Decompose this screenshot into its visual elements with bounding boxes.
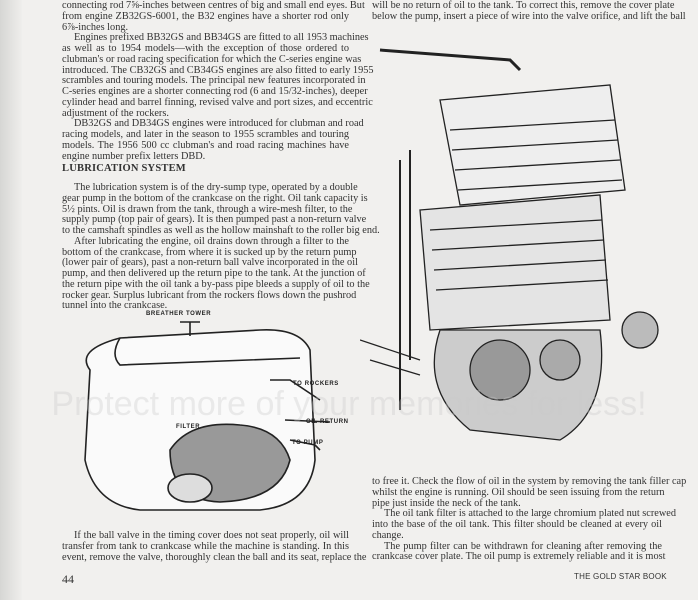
label-to-pump: TO PUMP [292,440,324,446]
text-line: Engines prefixed BB32GS and BB34GS are f… [74,32,369,44]
text-line: into the base of the oil tank. This filt… [372,519,662,530]
label-to-rockers: TO ROCKERS [293,381,339,387]
label-breather-tower: BREATHER TOWER [146,311,212,317]
section-heading: LUBRICATION SYSTEM [62,163,186,174]
right-column-text-bottom: to free it. Check the flow of oil in the… [372,476,687,563]
text-line: will be no return of oil to the tank. To… [372,0,675,11]
lubrication-text: The lubrication system is of the dry-sum… [62,182,380,312]
text-line: tunnel into the crankcase. [62,300,168,312]
text-line: change. [372,529,404,541]
book-title-footer: THE GOLD STAR BOOK [574,572,667,581]
text-line: racing models, and later in the season t… [62,129,349,140]
text-line: transfer from tank to crankcase while th… [62,540,349,552]
text-line: to the camshaft spindles as well as the … [62,225,380,236]
text-line: pipe just inside the neck of the tank. [372,497,521,509]
text-line: as well as to 1954 models—with the excep… [62,43,349,54]
text-line: C-series engines are a shorter connectin… [62,86,368,97]
text-line: After lubricating the engine, oil drains… [74,235,349,247]
text-line: supply pump (top pair of gears). It is t… [62,214,367,226]
text-line: below the pump, insert a piece of wire i… [372,10,686,22]
text-line: connecting rod 7⅝-inches between centres… [62,0,365,11]
text-line: The oil tank filter is attached to the l… [384,508,677,520]
text-line: crankcase cover plate. The oil pump is e… [372,551,666,563]
text-line: 6⅞-inches long. [62,21,129,33]
engine-cutaway-diagram [360,48,659,441]
left-column-text-top: connecting rod 7⅝-inches between centres… [62,0,374,162]
text-line: The lubrication system is of the dry-sum… [74,182,358,193]
page-number: 44 [62,572,74,586]
left-column-text-bottom: If the ball valve in the timing cover do… [62,530,367,563]
text-line: gear pump in the bottom of the crankcase… [62,192,368,204]
label-oil-return: OIL RETURN [306,419,349,425]
text-line: clubman's or road racing specification f… [62,53,362,65]
text-line: pump, and then delivered up the return p… [62,268,366,279]
label-filter: FILTER [176,424,201,430]
text-line: rocker gear. Surplus lubricant from the … [62,289,357,301]
text-line: (lower pair of gears), past a non-return… [62,257,358,269]
text-line: bottom of the crankcase, from where it i… [62,246,357,258]
text-line: the return pipe with the oil tank a by-p… [62,278,370,290]
right-column-text-top: will be no return of oil to the tank. To… [372,0,686,23]
page-spine-shadow [0,0,22,600]
text-line: introduced. The CB32GS and CB34GS engine… [62,64,374,76]
text-line: DB32GS and DB34GS engines were introduce… [74,118,364,130]
text-line: event, remove the valve, thoroughly clea… [62,551,367,563]
text-line: to free it. Check the flow of oil in the… [372,476,687,487]
text-line: scrambles and touring models. The princi… [62,75,366,87]
text-line: whilst the engine is running. Oil should… [372,486,665,498]
watermark: Protect more of your memories for less! [51,385,647,423]
text-line: The pump filter can be withdrawn for cle… [384,540,662,552]
text-line: engine number prefix letters DBD. [62,150,206,162]
text-line: If the ball valve in the timing cover do… [74,530,349,541]
text-line: models. The 1956 500 cc clubman's and ro… [62,139,349,151]
text-line: 5½ pints. Oil is drawn from the tank, th… [62,203,353,215]
text-line: adjustment of the rockers. [62,107,169,119]
oil-tank-diagram [84,321,331,511]
text-line: cylinder head and barrel finning, revise… [62,96,373,108]
text-line: from engine ZB32GS-6001, the B32 engines… [62,10,349,22]
